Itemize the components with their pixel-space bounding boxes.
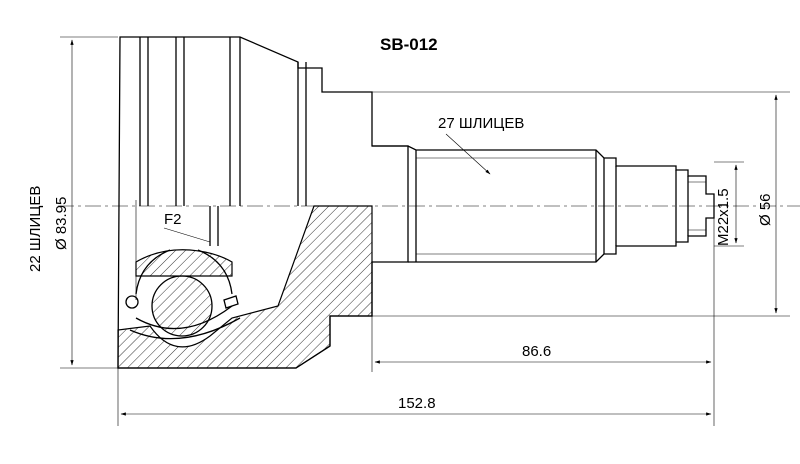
cage-lip <box>223 295 239 309</box>
cage-lower-arc <box>129 317 241 340</box>
cage-arc-right <box>197 249 233 295</box>
part-number-title: SB-012 <box>380 35 438 54</box>
shaft-splines-leader <box>445 133 491 175</box>
outer-diameter-label: Ø 83.95 <box>53 197 70 250</box>
thread-label: M22x1.5 <box>715 188 732 246</box>
cage-pin <box>125 295 139 309</box>
shaft-outline <box>372 145 715 263</box>
shaft-length-label: 86.6 <box>522 343 551 360</box>
f2-leader <box>163 227 211 243</box>
cage-arc-left <box>135 249 171 295</box>
outer-splines-label: 22 ШЛИЦЕВ <box>27 186 44 272</box>
f2-label: F2 <box>164 211 182 228</box>
seal-diameter-label: Ø 56 <box>757 193 774 226</box>
inner-race-hatch <box>135 249 233 277</box>
total-length-label: 152.8 <box>398 395 436 412</box>
cage-lower-arc-2 <box>135 305 233 330</box>
shaft-splines-label: 27 ШЛИЦЕВ <box>438 115 524 132</box>
ball <box>151 275 213 337</box>
bell-section-hatch <box>117 205 373 369</box>
